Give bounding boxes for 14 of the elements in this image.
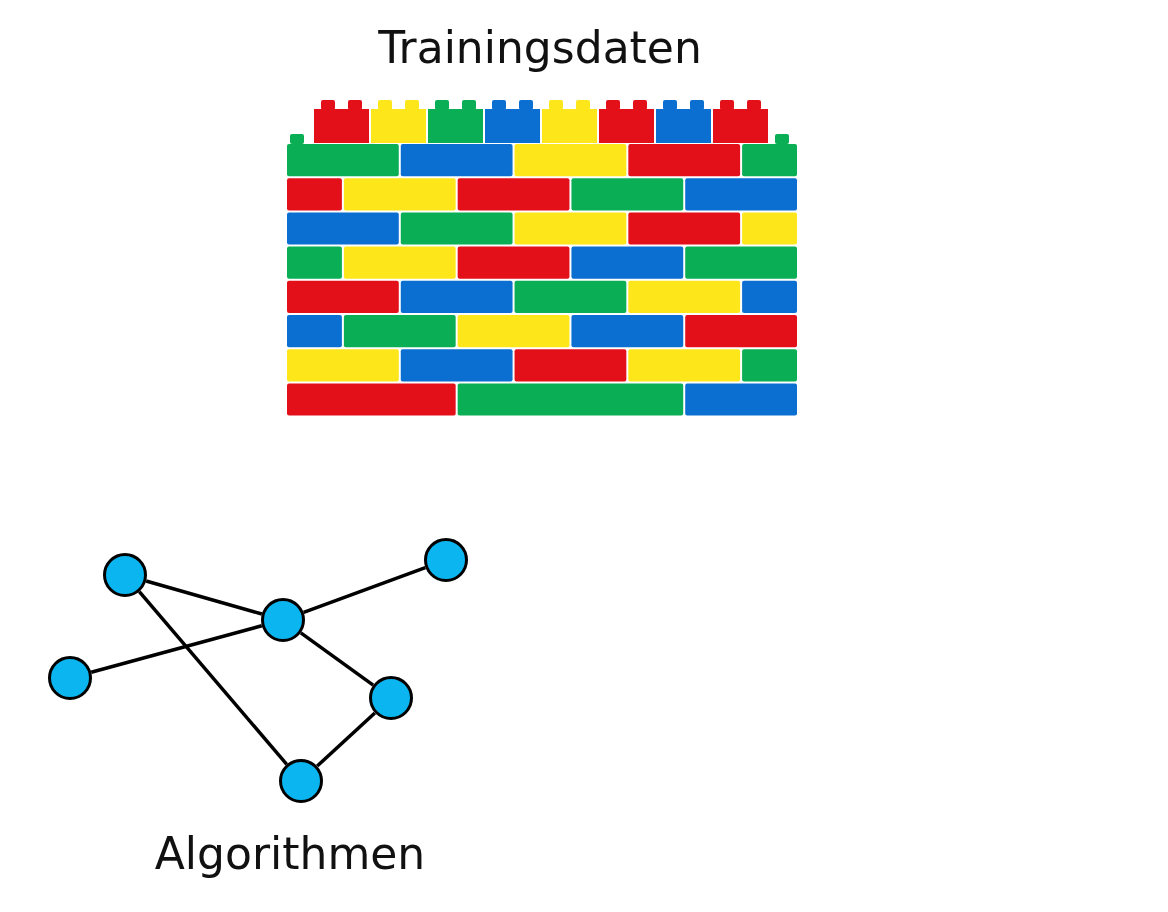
network-node-circle bbox=[424, 538, 468, 582]
heading: Trainingsdaten bbox=[378, 22, 702, 73]
connector-line bbox=[90, 624, 263, 674]
connector-line bbox=[303, 565, 426, 615]
caption-text: Algorithmen bbox=[154, 828, 426, 879]
connector-line bbox=[145, 579, 263, 616]
network-node-circle bbox=[48, 656, 92, 700]
connector-line bbox=[299, 631, 375, 687]
connector-line bbox=[316, 711, 376, 768]
connector-line bbox=[137, 590, 289, 766]
network-node-circle bbox=[261, 598, 305, 642]
network-node-circle bbox=[279, 759, 323, 803]
network-node-circle bbox=[103, 553, 147, 597]
network-node-circle bbox=[369, 676, 413, 720]
